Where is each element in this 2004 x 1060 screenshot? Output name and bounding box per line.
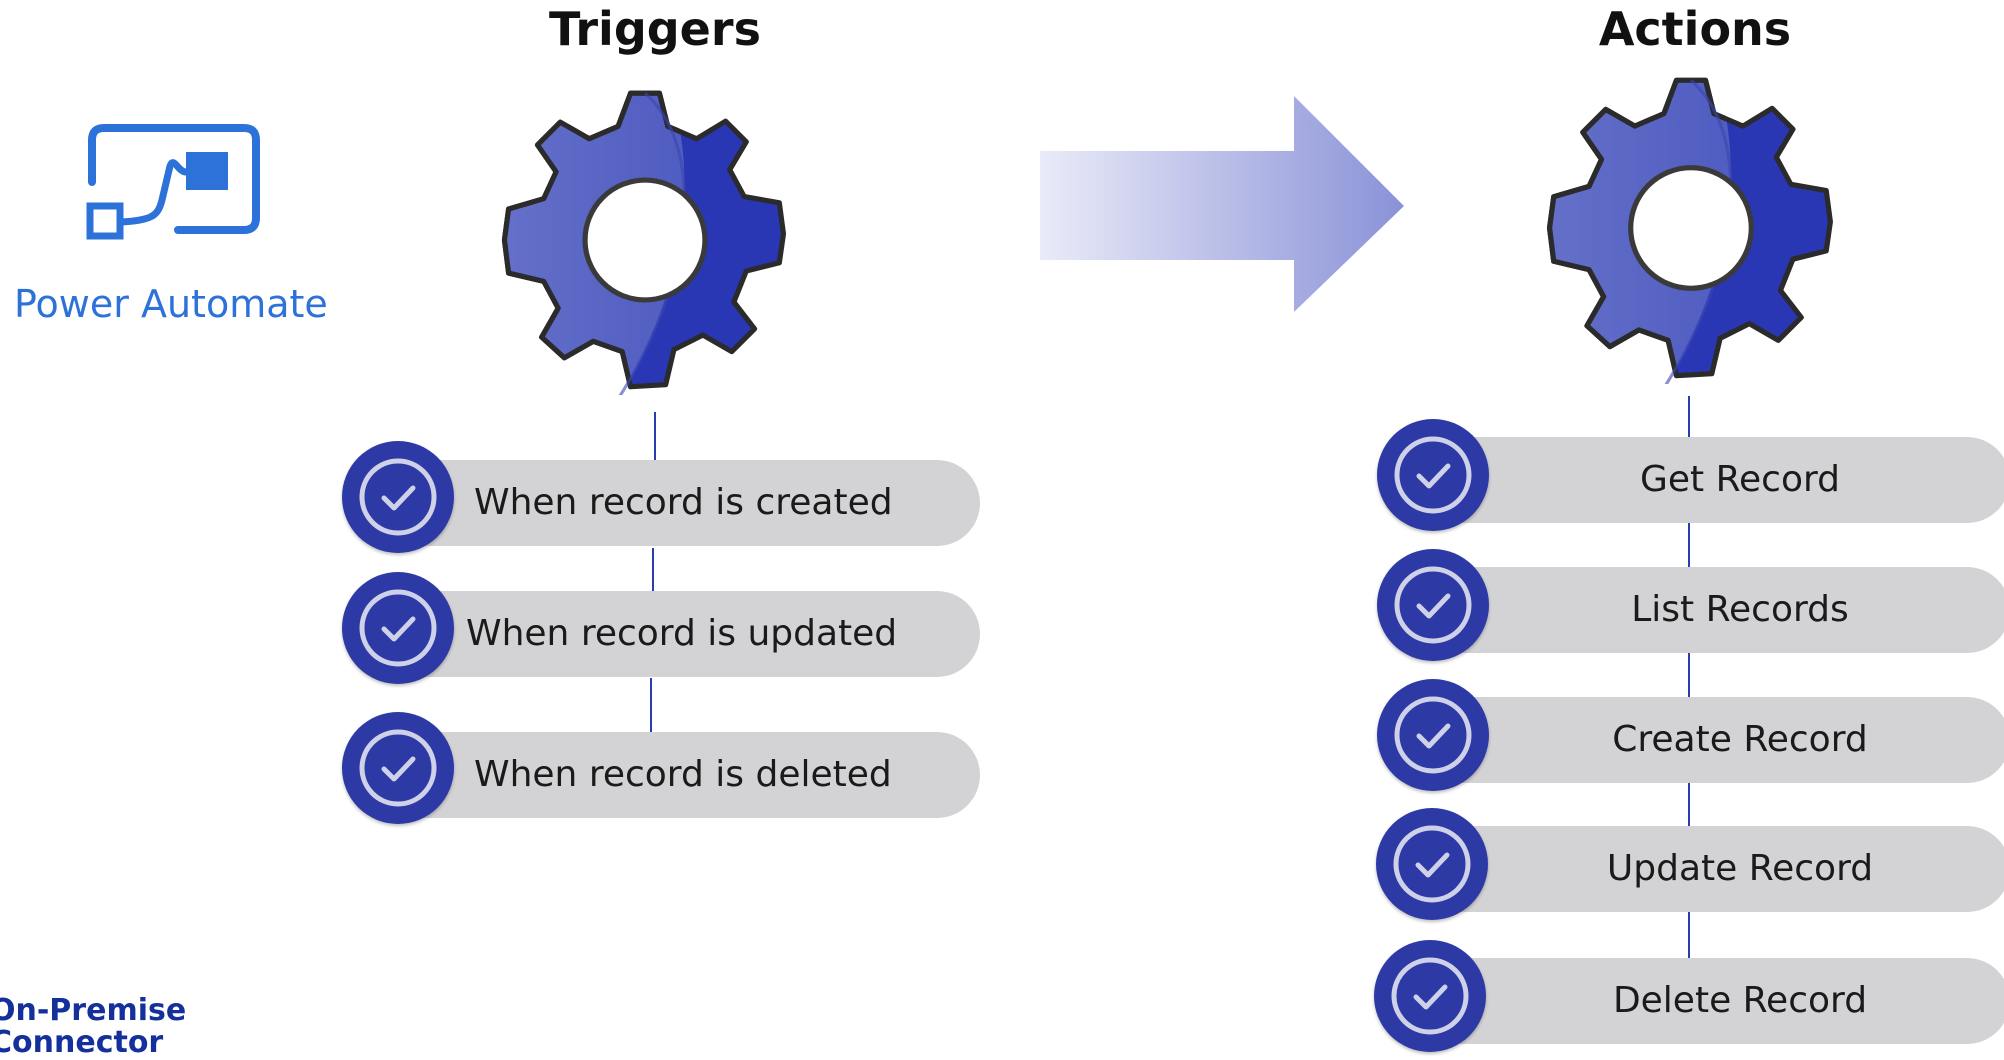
trigger-item-label: When record is deleted [474,754,892,795]
on-premise-connector-label: On-Premise Connector [0,993,187,1060]
triggers-connector-line [650,678,652,732]
check-icon [342,572,454,684]
check-icon [1377,419,1489,531]
action-item-label: Get Record [1640,459,1840,500]
trigger-item-label: When record is created [474,482,893,523]
action-item: Create Record [1450,697,2004,783]
triggers-gear-icon [490,85,800,395]
trigger-item: When record is deleted [400,732,980,818]
action-item-label: Update Record [1606,848,1874,889]
check-icon [1374,940,1486,1052]
action-item: Delete Record [1450,958,2004,1044]
check-icon [342,712,454,824]
actions-connector-line [1688,782,1690,828]
action-item-label: Delete Record [1612,980,1868,1021]
check-icon [1377,549,1489,661]
actions-connector-line [1688,912,1690,958]
actions-connector-line [1688,396,1690,446]
trigger-item-label: When record is updated [466,613,898,654]
actions-connector-line [1688,522,1690,568]
trigger-item: When record is updated [400,591,980,677]
triggers-connector-line [652,548,654,592]
actions-heading: Actions [1598,2,1792,56]
check-icon [1376,808,1488,920]
check-icon [342,441,454,553]
trigger-item: When record is created [400,460,980,546]
power-automate-logo [86,122,262,248]
action-item: List Records [1450,567,2004,653]
action-item: Update Record [1450,826,2004,912]
triggers-connector-line [654,412,656,472]
power-automate-icon [86,124,260,240]
action-item-label: List Records [1631,589,1849,630]
actions-connector-line [1688,652,1690,698]
actions-gear-icon [1535,72,1847,384]
flow-arrow-icon [1040,96,1404,312]
triggers-heading: Triggers [549,2,761,56]
power-automate-label: Power Automate [14,282,328,326]
check-icon [1377,679,1489,791]
action-item: Get Record [1450,437,2004,523]
action-item-label: Create Record [1612,719,1868,760]
